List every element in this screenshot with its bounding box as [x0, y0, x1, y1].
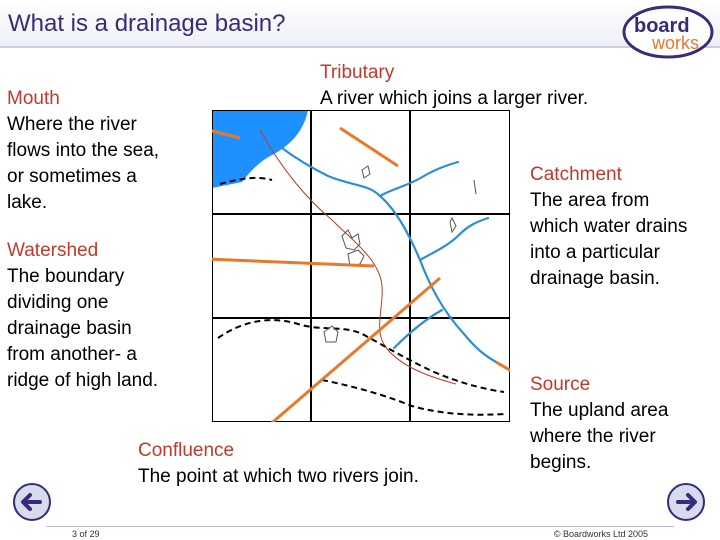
red-trace [259, 129, 457, 385]
river-network [280, 146, 498, 364]
drainage-basin-map [212, 110, 510, 422]
tributary-arrow [339, 126, 399, 168]
previous-slide-button[interactable] [12, 482, 52, 522]
confluence-text: The point at which two rivers join. [138, 466, 419, 487]
mouth-line: or sometimes a [7, 166, 137, 187]
tributary-label: Tributary A river which joins a larger r… [320, 60, 588, 112]
watershed-title: Watershed [7, 240, 99, 261]
watershed-line: ridge of high land. [7, 370, 159, 391]
main-river [280, 146, 498, 364]
catchment-label: Catchment The area from which water drai… [530, 162, 687, 292]
slide-title: What is a drainage basin? [8, 10, 286, 37]
annotation-arrows [212, 126, 510, 422]
source-line: where the river [530, 426, 656, 447]
watershed-line: drainage basin [7, 318, 132, 339]
catchment-title: Catchment [530, 164, 622, 185]
logo-word-works: works [651, 33, 699, 53]
mouth-label: Mouth Where the river flows into the sea… [7, 86, 159, 216]
page-number: 3 of 29 [72, 529, 100, 539]
boardworks-logo: board works [622, 5, 714, 59]
source-title: Source [530, 374, 591, 395]
mouth-line: flows into the sea, [7, 140, 160, 161]
sea-area [212, 110, 308, 188]
map-grid [212, 110, 510, 422]
watershed-line: dividing one [7, 292, 109, 313]
mouth-line: Where the river [7, 114, 137, 135]
mouth-line: lake. [7, 192, 48, 213]
tributary-title: Tributary [320, 62, 395, 83]
source-label: Source The upland area where the river b… [530, 372, 668, 476]
source-line: begins. [530, 452, 592, 473]
tributary-river-east [418, 216, 490, 262]
tributary-text: A river which joins a larger river. [320, 88, 589, 109]
source-arrow [495, 360, 510, 372]
mouth-arrow [212, 129, 241, 140]
catchment-line: which water drains [530, 216, 688, 237]
catchment-line: drainage basin. [530, 268, 660, 289]
watershed-lines [217, 176, 507, 416]
copyright-text: © Boardworks Ltd 2005 [553, 529, 648, 539]
arrow-right-icon [676, 493, 697, 511]
watershed-line: from another- a [7, 344, 137, 365]
title-bar [0, 0, 720, 48]
mouth-title: Mouth [7, 88, 60, 109]
confluence-arrow [270, 276, 441, 422]
next-slide-button[interactable] [666, 482, 706, 522]
catchment-line: The area from [530, 190, 650, 211]
watershed-line-lower [321, 379, 507, 416]
footer-divider [46, 526, 674, 527]
arrow-left-icon [21, 493, 42, 511]
watershed-line-south [217, 319, 505, 393]
tributary-river [378, 160, 460, 198]
confluence-label: Confluence The point at which two rivers… [138, 438, 419, 490]
source-line: The upland area [530, 400, 669, 421]
catchment-line: into a particular [530, 242, 660, 263]
watershed-line: The boundary [7, 266, 125, 287]
watershed-arrow [212, 257, 375, 268]
tributary-river-south [392, 308, 444, 350]
watershed-line-north [219, 176, 273, 185]
watershed-label: Watershed The boundary dividing one drai… [7, 238, 158, 394]
confluence-title: Confluence [138, 440, 235, 461]
logo-word-board: board [634, 15, 690, 37]
